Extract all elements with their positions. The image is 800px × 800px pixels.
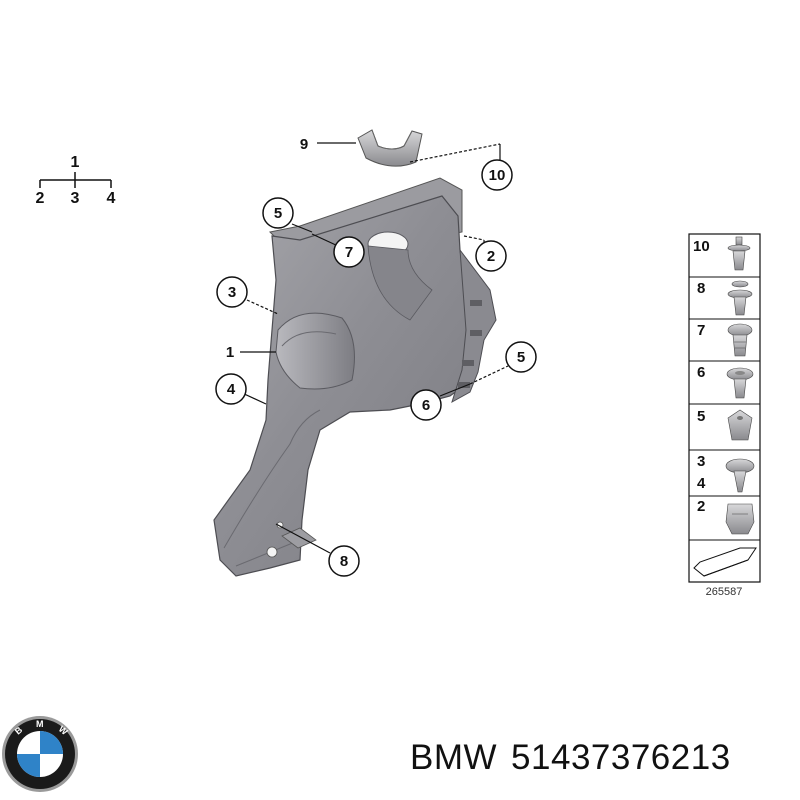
legend-label: 6 [697,364,705,381]
push-rivet-icon [727,236,751,271]
spring-clip-icon [725,503,755,535]
side-trim-panel [213,177,497,577]
brand-name: BMW [410,738,498,777]
tree-child-label: 3 [71,190,80,207]
svg-text:M: M [36,719,44,729]
bmw-logo: B M W [2,716,78,792]
callout-label: 10 [489,167,506,184]
legend-label: 3 [697,453,705,470]
callouts: 9 10 5 7 2 3 1 5 4 6 8 [215,136,537,577]
tree-child-label: 2 [36,190,45,207]
legend-label: 10 [693,238,710,255]
expanding-rivet-icon [727,280,753,316]
tree-child-label: 4 [107,190,116,207]
legend-label: 7 [697,322,705,339]
callout-label: 6 [422,397,430,414]
part-caption: BMW 51437376213 [410,738,745,778]
round-head-clip-icon [727,323,753,357]
part-number: 51437376213 [511,738,731,777]
callout-label: 1 [226,344,234,361]
washer-clip-icon [726,367,754,399]
legend-label: 8 [697,280,705,297]
callout-label: 5 [517,349,525,366]
callout-label: 8 [340,553,348,570]
hierarchy-tree: 1 2 3 4 [36,154,116,207]
callout-label: 4 [227,381,236,398]
legend-label: 2 [697,498,705,515]
svg-text:B: B [13,724,25,736]
callout-label: 7 [345,244,353,261]
fastener-legend: 10 8 7 6 5 3 4 2 [688,233,761,598]
callout-label: 5 [274,205,282,222]
bracket-part [357,129,423,167]
legend-label: 4 [697,475,706,492]
square-nut-clip-icon [727,409,753,441]
figure-number: 265587 [706,586,743,598]
callout-label: 3 [228,284,236,301]
umbrella-clip-icon [725,458,755,493]
callout-label: 9 [300,136,308,153]
tree-root-label: 1 [71,154,80,171]
arrow-direction-icon [693,547,757,577]
callout-label: 2 [487,248,495,265]
legend-label: 5 [697,408,705,425]
